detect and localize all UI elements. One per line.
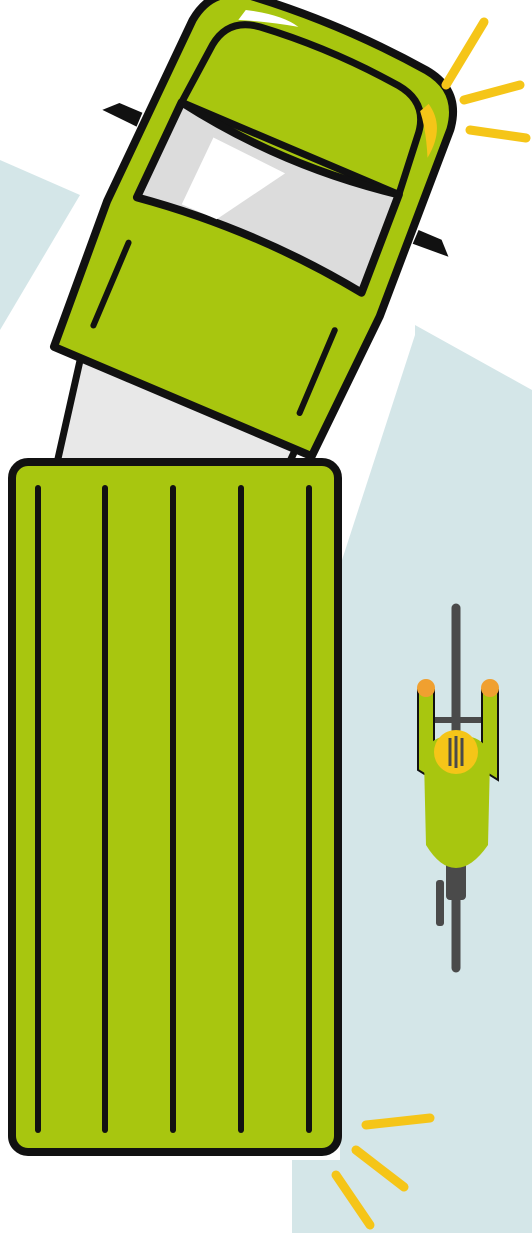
- right-mirror-icon: [413, 230, 454, 259]
- flash-ray: [464, 85, 520, 100]
- trailer-icon: [12, 462, 338, 1152]
- indicator-flash-icon: [446, 22, 526, 138]
- right-hand: [481, 679, 499, 697]
- flash-ray: [470, 130, 526, 138]
- left-hand: [417, 679, 435, 697]
- flash-ray: [446, 22, 484, 85]
- left-mirror-icon: [102, 98, 143, 127]
